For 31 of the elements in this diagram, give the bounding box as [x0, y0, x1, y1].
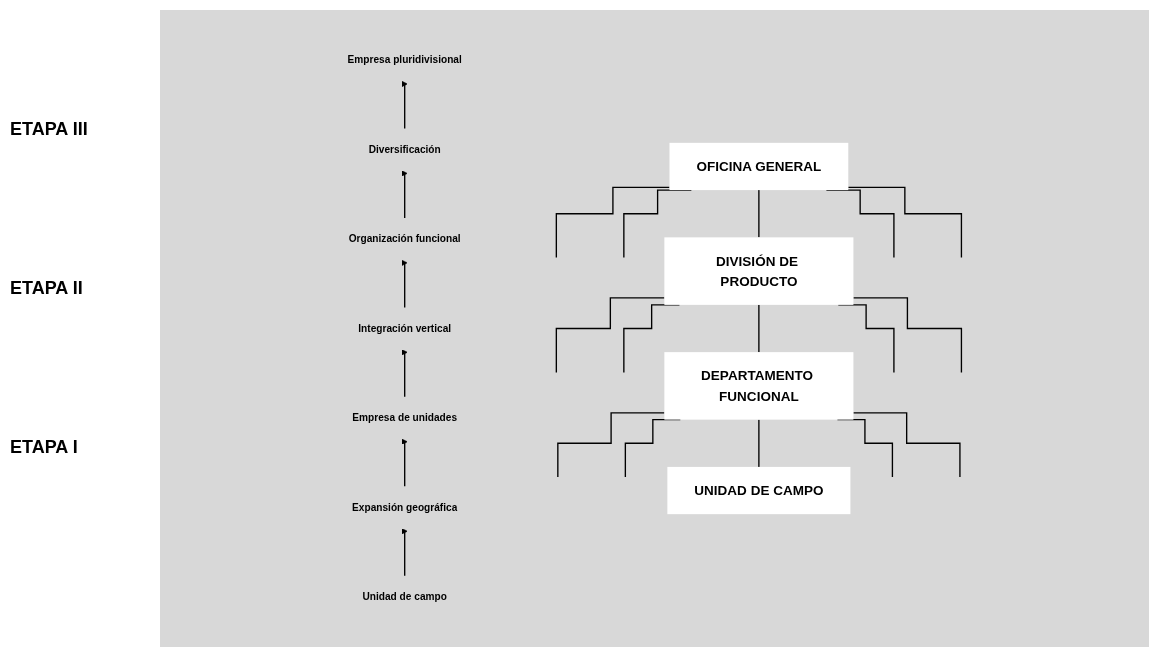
- stage-text: Organización funcional: [348, 232, 461, 245]
- stage-text: Diversificación: [368, 143, 441, 155]
- connector-line: [555, 297, 666, 374]
- connector-line: [852, 297, 963, 374]
- stage-label: ETAPA II: [10, 278, 84, 299]
- connector-line: [557, 412, 666, 478]
- connector-line: [758, 418, 760, 468]
- stage-text: Empresa de unidades: [352, 411, 458, 424]
- arrow: [401, 170, 408, 219]
- unit-box: OFICINA GENERAL: [669, 142, 849, 191]
- stage-text: Integración vertical: [358, 322, 452, 334]
- arrow: [401, 80, 408, 130]
- unit-box: UNIDAD DE CAMPO: [667, 466, 851, 515]
- connector-line: [758, 189, 760, 239]
- connector-line: [758, 304, 760, 353]
- connector-line: [837, 304, 895, 374]
- connector-line: [852, 412, 961, 478]
- arrow: [401, 528, 408, 577]
- unit-box: DEPARTAMENTO FUNCIONAL: [664, 352, 854, 420]
- stage-text: Expansión geográfica: [352, 501, 458, 513]
- stage-label: ETAPA III: [10, 119, 89, 140]
- stage-label: ETAPA I: [10, 437, 79, 458]
- connector-line: [623, 304, 681, 374]
- arrow: [401, 438, 408, 487]
- unit-box: DIVISIÓN DE PRODUCTO: [664, 237, 854, 305]
- arrow: [401, 349, 408, 398]
- stage-text: Empresa pluridivisional: [347, 53, 462, 66]
- arrow: [401, 259, 408, 309]
- connector-line: [555, 186, 671, 259]
- stage-text: Unidad de campo: [362, 590, 447, 603]
- connector-line: [847, 186, 963, 259]
